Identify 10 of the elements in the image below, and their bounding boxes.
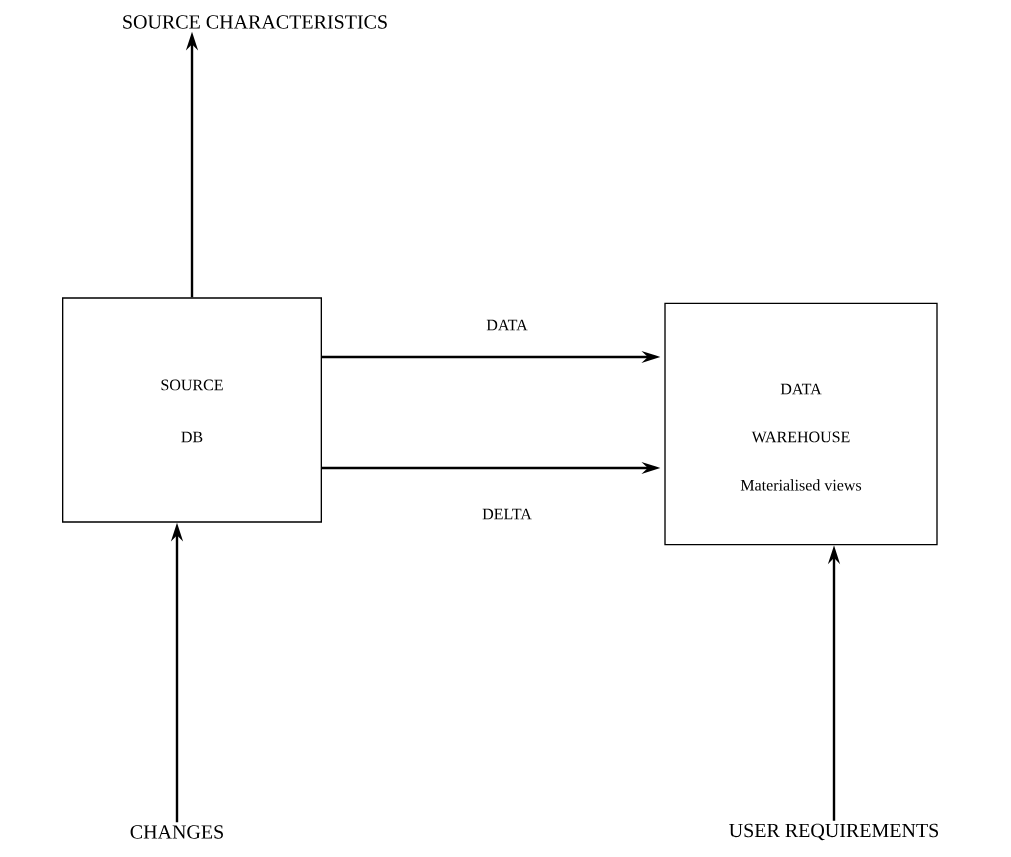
node-label: USER REQUIREMENTS	[729, 823, 939, 841]
edge-label: DELTA	[482, 508, 532, 520]
box-text: DB	[181, 431, 203, 443]
edge-label: DATA	[486, 319, 528, 331]
box-text: WAREHOUSE	[751, 431, 850, 443]
node-label: CHANGES	[130, 825, 223, 839]
box-text: DATA	[780, 383, 822, 395]
box-text: SOURCE	[161, 379, 223, 391]
node-label: SOURCE CHARACTERISTICS	[123, 15, 387, 29]
box-text: Materialised views	[740, 479, 862, 491]
